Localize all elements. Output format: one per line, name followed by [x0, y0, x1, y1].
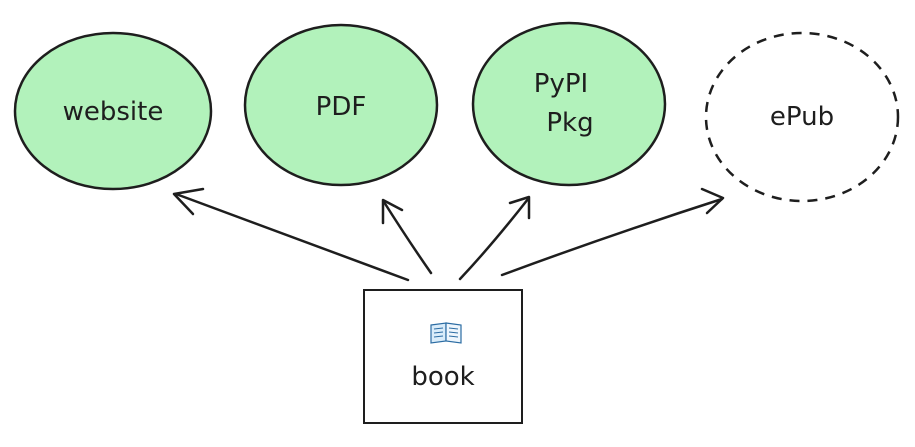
node-website-shape [13, 31, 213, 191]
book-node-box [363, 289, 523, 424]
open-book-icon [430, 322, 462, 344]
arrow-to-pypi [458, 195, 531, 281]
node-epub-label: ePub [770, 102, 834, 132]
node-pdf-label: PDF [316, 92, 367, 122]
book-node-label: book [411, 362, 474, 392]
arrow-to-epub [500, 187, 725, 277]
node-pypi[interactable]: PyPI Pkg [471, 21, 667, 187]
node-website-label: website [63, 97, 164, 127]
arrow-to-website [172, 187, 410, 282]
node-epub-shape [704, 31, 900, 203]
node-epub[interactable]: ePub [704, 31, 900, 203]
arrow-to-pdf [381, 198, 433, 275]
node-pdf-shape [243, 23, 439, 187]
node-pypi-shape [471, 21, 667, 187]
book-node[interactable]: book [363, 289, 523, 424]
node-pypi-label-line2: Pkg [546, 108, 593, 138]
node-website[interactable]: website [13, 31, 213, 191]
node-pdf[interactable]: PDF [243, 23, 439, 187]
node-pypi-label-line1: PyPI [534, 69, 588, 99]
